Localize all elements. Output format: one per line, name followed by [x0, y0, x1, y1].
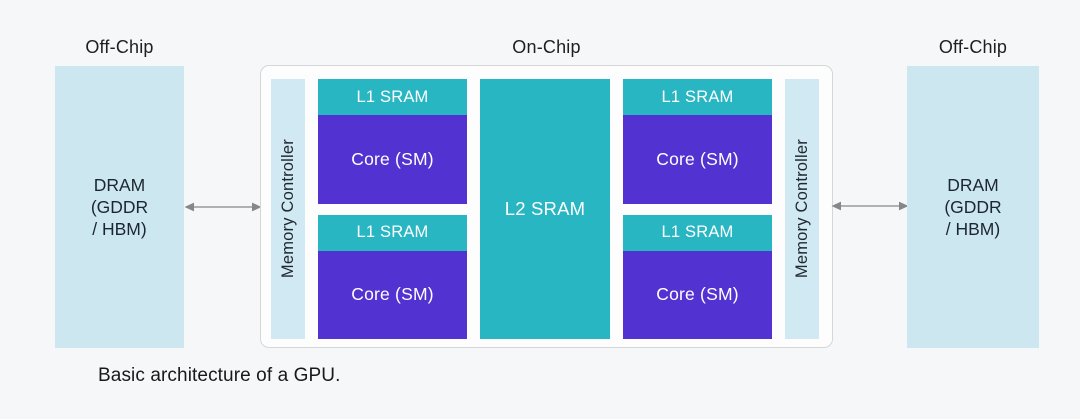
l1-sram-label: L1 SRAM: [661, 223, 734, 241]
l1-sram-block: L1 SRAM: [623, 214, 772, 251]
memory-controller-left-label: Memory Controller: [278, 139, 297, 279]
dram-label-line: DRAM: [947, 175, 999, 195]
sm-cluster-bottom-right: L1 SRAM Core (SM): [623, 214, 772, 339]
l2-sram-block: L2 SRAM: [480, 79, 610, 339]
on-chip-label: On-Chip: [512, 37, 581, 57]
dram-label-line: (GDDR: [944, 197, 1002, 217]
sm-cluster-top-right: L1 SRAM Core (SM): [623, 79, 772, 204]
core-sm-block: Core (SM): [318, 115, 467, 204]
dram-label-line: / HBM): [945, 219, 1001, 239]
bidirectional-arrow-icon-left: [184, 200, 262, 214]
core-sm-label: Core (SM): [351, 148, 434, 169]
sm-cluster-bottom-left: L1 SRAM Core (SM): [318, 214, 467, 339]
memory-controller-left-strip: Memory Controller: [271, 79, 305, 339]
sm-column-left: L1 SRAM Core (SM) L1 SRAM Core (SM): [318, 79, 467, 339]
l1-sram-label: L1 SRAM: [661, 87, 734, 106]
on-chip-container: Memory Controller L1 SRAM Core (SM) L1 S…: [260, 65, 833, 348]
memory-controller-right-label: Memory Controller: [792, 139, 811, 279]
sm-column-right: L1 SRAM Core (SM) L1 SRAM Core (SM): [623, 79, 772, 339]
dram-label-line: DRAM: [93, 175, 146, 195]
l1-sram-label: L1 SRAM: [356, 87, 429, 106]
l1-sram-block: L1 SRAM: [318, 79, 467, 115]
core-sm-label: Core (SM): [656, 148, 739, 169]
dram-label-right: DRAM (GDDR / HBM): [944, 174, 1001, 240]
dram-label-line: / HBM): [92, 219, 147, 239]
core-sm-block: Core (SM): [623, 115, 772, 204]
core-sm-block: Core (SM): [623, 250, 772, 339]
core-sm-label: Core (SM): [656, 284, 739, 305]
l1-sram-block: L1 SRAM: [318, 214, 467, 251]
bidirectional-arrow-icon-right: [831, 199, 909, 213]
dram-label-line: (GDDR: [90, 197, 149, 217]
dram-label-left: DRAM (GDDR / HBM): [91, 174, 148, 240]
dram-block-left: DRAM (GDDR / HBM): [55, 66, 184, 348]
memory-controller-right-strip: Memory Controller: [785, 79, 819, 339]
diagram-caption: Basic architecture of a GPU.: [98, 365, 341, 386]
l1-sram-block: L1 SRAM: [623, 79, 772, 115]
l2-sram-label: L2 SRAM: [504, 198, 586, 219]
off-chip-label-right: Off-Chip: [938, 37, 1008, 57]
l1-sram-label: L1 SRAM: [356, 223, 429, 241]
core-sm-block: Core (SM): [318, 250, 467, 339]
sm-cluster-top-left: L1 SRAM Core (SM): [318, 79, 467, 204]
off-chip-label-left: Off-Chip: [85, 37, 154, 57]
dram-block-right: DRAM (GDDR / HBM): [907, 66, 1039, 348]
core-sm-label: Core (SM): [351, 284, 434, 305]
